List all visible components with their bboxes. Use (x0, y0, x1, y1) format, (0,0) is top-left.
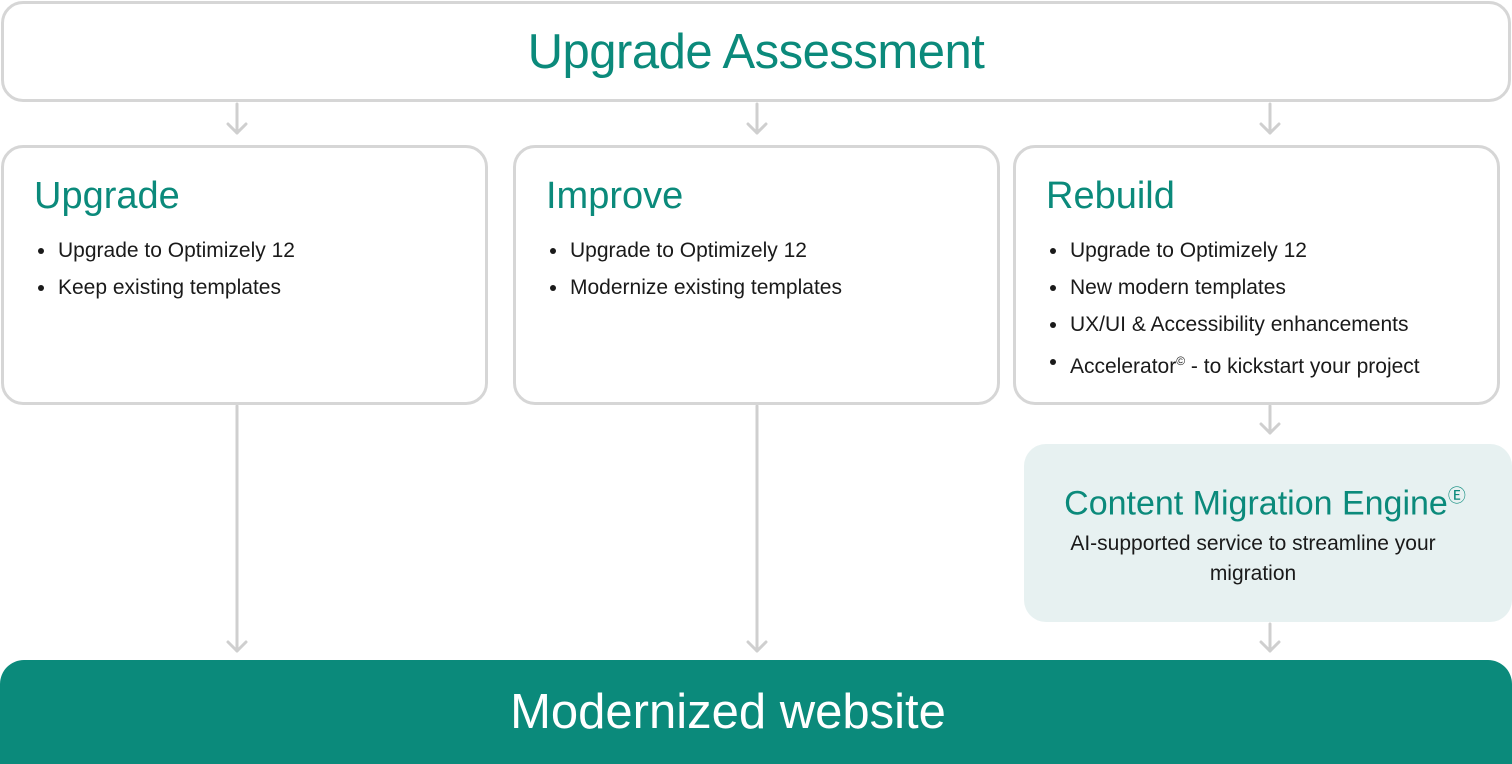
arrow-improve-to-result (746, 404, 768, 653)
option-improve-title: Improve (546, 175, 684, 217)
bullet-item: Keep existing templates (34, 269, 485, 306)
upgrade-assessment-box: Upgrade Assessment (1, 1, 1511, 102)
content-migration-engine-title: Content Migration EngineⒺ (1024, 474, 1512, 525)
option-rebuild-box: Rebuild Upgrade to Optimizely 12 New mod… (1013, 145, 1500, 405)
option-upgrade-title: Upgrade (34, 175, 180, 217)
modernized-website-box: Modernized website (0, 660, 1512, 764)
option-upgrade-bullets: Upgrade to Optimizely 12 Keep existing t… (34, 232, 485, 306)
option-improve-bullets: Upgrade to Optimizely 12 Modernize exist… (546, 232, 997, 306)
arrow-rebuild-to-engine (1259, 404, 1281, 435)
accelerator-label: Accelerator (1070, 355, 1177, 378)
modernized-website-title: Modernized website (510, 685, 946, 739)
bullet-item: Upgrade to Optimizely 12 (546, 232, 997, 269)
arrow-engine-to-result (1259, 622, 1281, 653)
accelerator-description: - to kickstart your project (1190, 355, 1420, 378)
engine-title-text: Content Migration Engine (1064, 484, 1448, 523)
option-upgrade-box: Upgrade Upgrade to Optimizely 12 Keep ex… (1, 145, 488, 405)
arrow-header-to-improve (746, 102, 768, 135)
bullet-item: Upgrade to Optimizely 12 (34, 232, 485, 269)
option-rebuild-title: Rebuild (1046, 175, 1175, 217)
upgrade-assessment-title: Upgrade Assessment (527, 24, 985, 79)
content-migration-engine-description: AI-supported service to streamline your … (1070, 532, 1436, 586)
option-improve-box: Improve Upgrade to Optimizely 12 Moderni… (513, 145, 1000, 405)
option-rebuild-bullets: Upgrade to Optimizely 12 New modern temp… (1046, 232, 1497, 385)
bullet-item-accelerator: Accelerator© - to kickstart your project (1046, 343, 1497, 385)
arrow-upgrade-to-result (226, 404, 248, 653)
content-migration-engine-box: Content Migration EngineⒺ AI-supported s… (1024, 444, 1512, 622)
bullet-item: Modernize existing templates (546, 269, 997, 306)
accelerator-registered-mark: © (1176, 354, 1186, 368)
bullet-item: Upgrade to Optimizely 12 (1046, 232, 1497, 269)
bullet-item: New modern templates (1046, 269, 1497, 306)
arrow-header-to-rebuild (1259, 102, 1281, 135)
bullet-item: UX/UI & Accessibility enhancements (1046, 306, 1497, 343)
engine-mark: Ⓔ (1447, 486, 1466, 506)
arrow-header-to-upgrade (226, 102, 248, 135)
